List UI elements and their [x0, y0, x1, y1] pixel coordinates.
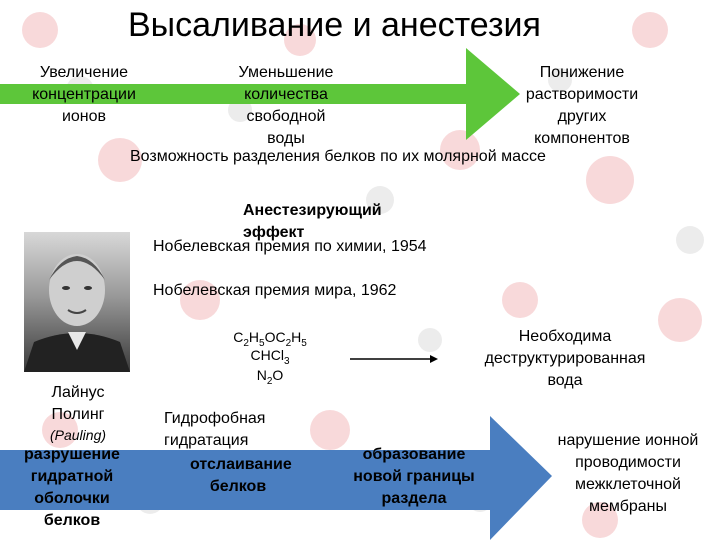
nobel-peace-text: Нобелевская премия мира, 1962	[153, 282, 397, 299]
chloroform-formula: CHCl3	[250, 347, 290, 367]
new-interface-label: образование новой границы раздела	[353, 446, 475, 507]
separation-text: Возможность разделения белков по их моля…	[130, 148, 546, 165]
pauling-portrait	[24, 232, 130, 372]
person-name: Лайнус Полинг	[51, 384, 105, 423]
nitrous-oxide-formula: N2O	[256, 367, 284, 387]
protein-peeling-label: отслаивание белков	[190, 456, 292, 495]
water-requirement-text: Необходима деструктурированная вода	[484, 328, 646, 389]
blue-arrow	[0, 416, 552, 540]
free-water-label: Уменьшение количества свободной воды	[238, 64, 334, 147]
nobel-chemistry-text: Нобелевская премия по химии, 1954	[153, 238, 427, 255]
reaction-arrow	[350, 355, 438, 363]
page-title: Высаливание и анестезия	[128, 6, 541, 44]
person-latin-name: (Pauling)	[49, 427, 107, 443]
membrane-conductivity-text: нарушение ионной проводимости межклеточн…	[557, 432, 699, 515]
hydration-shell-destruction-label: разрушение гидратной оболочки белков	[24, 446, 120, 529]
ether-formula: C2H5OC2H5	[233, 329, 307, 349]
ion-concentration-label: Увеличение концентрации ионов	[32, 64, 136, 125]
solubility-label: Понижение растворимости других компонент…	[525, 64, 639, 147]
hydrophobic-hydration-text: Гидрофобная гидратация	[164, 410, 266, 449]
green-arrow	[0, 48, 520, 140]
anesthetic-effect-label: Анестезирующий эффект	[243, 202, 382, 241]
blue-arrow-shape	[0, 416, 552, 540]
green-arrow-shape	[0, 48, 520, 140]
